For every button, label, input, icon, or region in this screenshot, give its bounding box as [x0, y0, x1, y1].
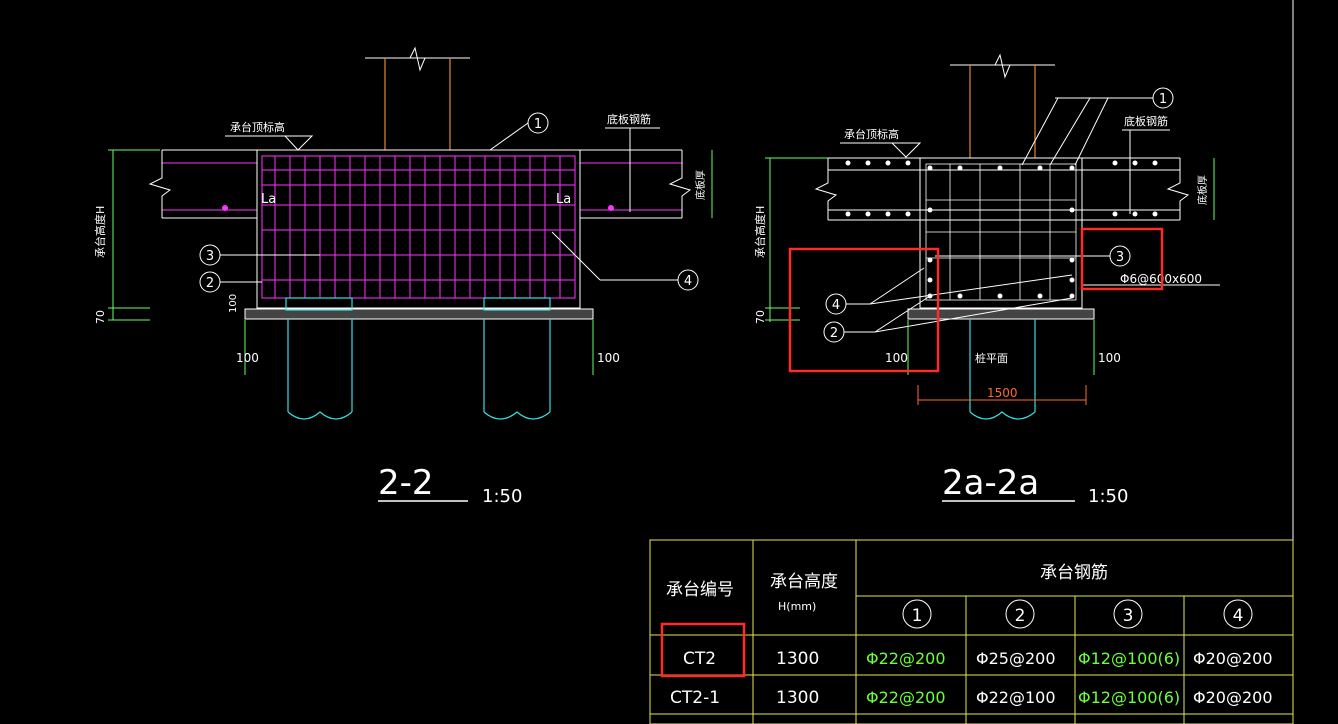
- callout-1-left: 1: [489, 112, 549, 151]
- dim-70-right: 70: [754, 310, 767, 324]
- table-row[interactable]: CT2-1 1300 Φ22@200 Φ22@100 Φ12@100(6) Φ2…: [670, 688, 1273, 708]
- pile-face-label: 桩平面: [975, 351, 1008, 365]
- top-elevation-marker-left: [283, 135, 314, 151]
- dim-100-bottom-left-right: 100: [885, 351, 908, 365]
- rebar-col-2: 2: [1005, 599, 1035, 629]
- table-header-cap-id: 承台编号: [666, 580, 734, 600]
- section-2-2: 承台顶标高 底板钢筋 底板厚 承台高度H 70 100 La La 100 10…: [93, 46, 713, 507]
- highlight-box-callouts: [788, 247, 940, 373]
- svg-text:1: 1: [1159, 92, 1167, 107]
- anchor-label-right: La: [556, 192, 571, 207]
- column-right: [950, 53, 1055, 158]
- height-label-right: 承台高度H: [753, 206, 767, 258]
- height-label-left: 承台高度H: [93, 206, 107, 258]
- svg-text:2: 2: [830, 326, 838, 341]
- svg-text:3: 3: [206, 249, 214, 264]
- slab-thickness-label-right: 底板厚: [1196, 175, 1209, 205]
- highlight-box-stirrup: [1080, 227, 1164, 291]
- svg-text:2: 2: [1015, 606, 1026, 626]
- column-left: [365, 46, 470, 150]
- section-title-left: 2-2: [378, 463, 434, 503]
- blinding-layer-right: [907, 308, 1095, 320]
- callout-3-right: 3 Φ6@600x600: [935, 245, 1220, 286]
- row-cap-id: CT2: [683, 649, 716, 669]
- slab-dots-right: [845, 160, 1158, 217]
- callout-3-left: 3: [199, 244, 320, 266]
- row-cap-height: 1300: [776, 649, 819, 669]
- svg-text:1: 1: [534, 117, 542, 132]
- row-cap-height: 1300: [776, 688, 819, 708]
- rebar-col-1: 1: [902, 599, 932, 629]
- table-header-cap-height: 承台高度: [770, 572, 838, 592]
- row-rebar-3: Φ12@100(6): [1078, 688, 1180, 707]
- slab-thickness-label-left: 底板厚: [694, 170, 707, 200]
- svg-text:3: 3: [1123, 606, 1134, 626]
- section-2a-2a: 承台顶标高 底板钢筋 底板厚 承台高度H 70 1 3 Φ6@600x600: [753, 53, 1220, 507]
- anchor-label-left: La: [261, 192, 276, 207]
- blinding-layer-left: [244, 308, 594, 320]
- section-scale-right: 1:50: [1088, 486, 1128, 507]
- dim-100-bottom-right-right: 100: [1098, 351, 1121, 365]
- dim-70-left: 70: [94, 310, 107, 324]
- slab-left: [148, 149, 257, 219]
- row-rebar-4: Φ20@200: [1193, 649, 1273, 668]
- dim-100-bottom-left: 100: [236, 351, 259, 365]
- svg-text:4: 4: [832, 298, 840, 313]
- top-elevation-marker-right: [890, 142, 922, 158]
- rebar-cage-right: [925, 163, 1077, 301]
- dim-100-top-left: 100: [228, 294, 239, 313]
- section-scale-left: 1:50: [482, 486, 522, 507]
- dim-100-bottom-right: 100: [597, 351, 620, 365]
- rebar-table: 承台编号 承台高度 H(mm) 承台钢筋 1 2 3 4 CT2 1300 Φ2…: [649, 539, 1294, 724]
- rebar-col-3: 3: [1113, 599, 1143, 629]
- svg-text:3: 3: [1116, 250, 1124, 265]
- callout-4-left: 4: [551, 231, 699, 291]
- svg-text:1: 1: [912, 606, 923, 626]
- top-elevation-label-right: 承台顶标高: [844, 127, 899, 141]
- row-rebar-2: Φ22@100: [976, 688, 1056, 707]
- rebar-col-4: 4: [1223, 599, 1253, 629]
- width-dim-1500: 1500: [987, 386, 1018, 400]
- row-rebar-3: Φ12@100(6): [1078, 649, 1180, 668]
- svg-text:2: 2: [206, 276, 214, 291]
- row-rebar-1: Φ22@200: [866, 688, 946, 707]
- top-elevation-label-left: 承台顶标高: [230, 120, 285, 134]
- callout-2-left: 2: [199, 271, 262, 293]
- slab-right: [580, 149, 692, 219]
- row-rebar-1: Φ22@200: [866, 649, 946, 668]
- row-cap-id: CT2-1: [670, 688, 720, 708]
- bottom-rebar-label-right: 底板钢筋: [1124, 114, 1168, 128]
- pile-right: [969, 319, 1036, 420]
- piles-left: [285, 297, 551, 420]
- table-row[interactable]: CT2 1300 Φ22@200 Φ25@200 Φ12@100(6) Φ20@…: [683, 649, 1273, 669]
- row-rebar-4: Φ20@200: [1193, 688, 1273, 707]
- pile-cap-outline-left: [256, 149, 581, 309]
- rebar-cage-left: [261, 155, 576, 299]
- bottom-rebar-label-left: 底板钢筋: [607, 112, 651, 126]
- section-title-right: 2a-2a: [942, 463, 1039, 503]
- svg-text:4: 4: [1233, 606, 1244, 626]
- table-header-height-unit: H(mm): [778, 600, 816, 613]
- callout-4-right: 4: [825, 267, 1073, 315]
- svg-text:4: 4: [684, 274, 692, 289]
- highlight-box-ct2: [660, 622, 746, 678]
- row-rebar-2: Φ25@200: [976, 649, 1056, 668]
- table-header-rebar: 承台钢筋: [1040, 563, 1108, 583]
- callout-1-right: 1: [1021, 87, 1174, 166]
